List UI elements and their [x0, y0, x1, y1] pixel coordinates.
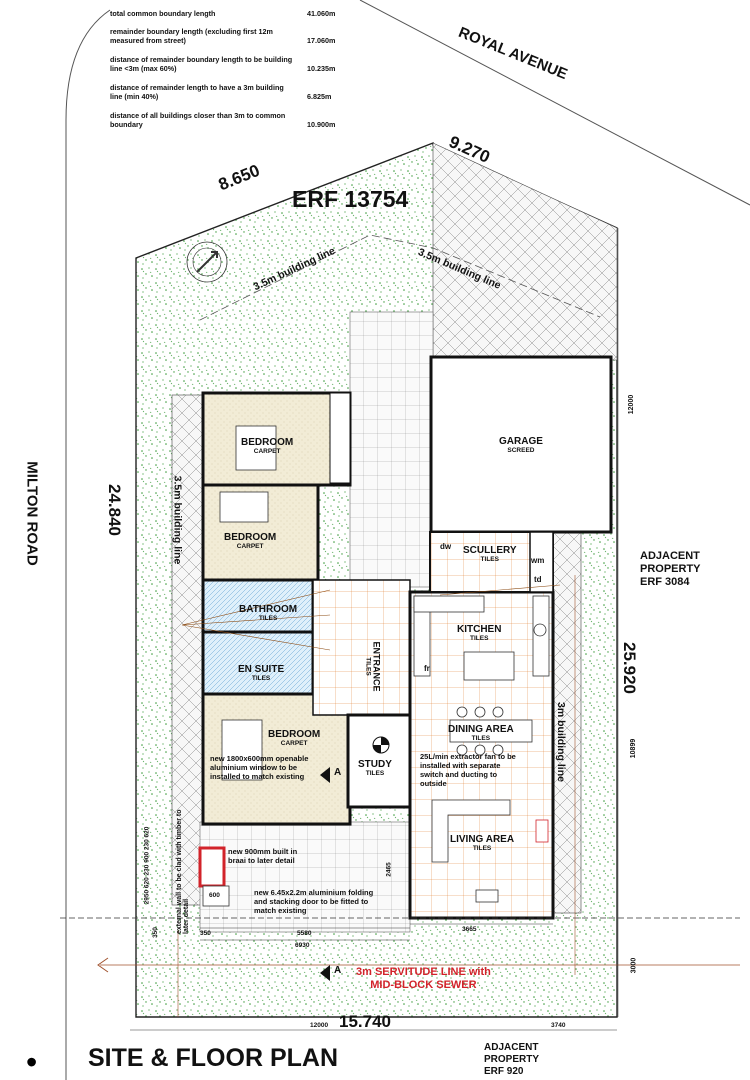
- room-scullery: SCULLERY TILES: [463, 545, 517, 563]
- adjacent-property-right: ADJACENT PROPERTY ERF 3084: [640, 550, 701, 589]
- room-name: LIVING AREA: [450, 834, 515, 845]
- room-study: STUDY TILES: [358, 759, 392, 777]
- note-text: distance of all buildings closer than 3m…: [110, 111, 286, 129]
- room-floor: CARPET: [253, 448, 281, 455]
- page-title: SITE & FLOOR PLAN: [88, 1044, 338, 1072]
- section-mark-upper: A: [334, 767, 342, 778]
- room-name: GARAGE: [499, 436, 543, 447]
- door-note: new 6.45x2.2m aluminium folding and stac…: [254, 888, 374, 915]
- servitude-line-1: 3m SERVITUDE LINE with: [356, 966, 491, 978]
- room-dining-area: DINING AREA TILES: [448, 724, 514, 742]
- boundary-left: 24.840: [105, 484, 124, 536]
- building-line-right: 3m building line: [554, 702, 567, 782]
- extractor-fan-note: 25L/min extractor fan to be installed wi…: [420, 752, 516, 788]
- room-bedroom-2: BEDROOM CARPET: [224, 532, 276, 550]
- room-name: EN SUITE: [238, 664, 285, 675]
- room-living-area: LIVING AREA TILES: [450, 834, 514, 852]
- room-floor: TILES: [470, 635, 489, 642]
- room-name: BEDROOM: [241, 437, 294, 448]
- section-mark-lower: A: [334, 965, 342, 976]
- note-value: 41.060m: [307, 9, 336, 18]
- room-floor: TILES: [251, 675, 271, 682]
- room-floor: TILES: [365, 770, 385, 777]
- note-value: 17.060m: [307, 36, 336, 45]
- boundary-right: 25.920: [620, 642, 639, 694]
- room-kitchen: KITCHEN TILES: [457, 624, 501, 642]
- adjacent-line: ERF 3084: [640, 576, 690, 588]
- note-text: remainder boundary length (excluding fir…: [110, 27, 273, 45]
- room-floor: TILES: [471, 735, 491, 742]
- room-name: DINING AREA: [448, 724, 514, 735]
- dim-12000-right: 12000: [628, 394, 636, 415]
- room-floor: CARPET: [236, 543, 264, 550]
- dim-5580: 5580: [297, 930, 312, 937]
- fixture-fridge: fr: [424, 664, 430, 673]
- window-note: new 1800x600mm openable aluminium window…: [210, 754, 309, 781]
- room-bedroom-1: BEDROOM CARPET: [241, 437, 293, 455]
- room-name: ENTRANCE: [371, 641, 382, 692]
- note-text: distance of remainder length to have a 3…: [110, 83, 284, 101]
- room-bathroom: BATHROOM TILES: [239, 604, 297, 622]
- room-floor: TILES: [472, 845, 492, 852]
- room-name: BATHROOM: [239, 604, 298, 615]
- dim-3000: 3000: [630, 957, 638, 974]
- adjacent-line: ADJACENT: [484, 1042, 539, 1053]
- dim-350-a: 350: [200, 930, 211, 937]
- wall-cladding-note: external wall to be clad with timber to …: [176, 809, 190, 934]
- room-name: KITCHEN: [457, 624, 502, 635]
- room-garage: GARAGE SCREED: [499, 436, 543, 454]
- adjacent-property-bottom: ADJACENT PROPERTY ERF 920: [484, 1042, 539, 1078]
- dim-350-b: 350: [151, 927, 159, 938]
- room-name: STUDY: [358, 759, 392, 770]
- note-text: distance of remainder boundary length to…: [110, 55, 293, 73]
- dim-left-stack: 2950 620 230 900 230 620: [143, 826, 151, 905]
- note-value: 10.900m: [307, 120, 336, 129]
- servitude-line-2: MID-BLOCK SEWER: [370, 979, 477, 991]
- adjacent-line: PROPERTY: [640, 563, 701, 575]
- bullet-dot: •: [26, 1044, 38, 1080]
- room-floor: TILES: [364, 657, 372, 676]
- room-ensuite: EN SUITE TILES: [238, 664, 284, 682]
- adjacent-line: ADJACENT: [640, 550, 700, 562]
- room-entrance: ENTRANCE TILES: [365, 641, 382, 691]
- room-name: SCULLERY: [463, 545, 517, 556]
- erf-number: ERF 13754: [292, 186, 409, 212]
- room-floor: SCREED: [507, 447, 535, 454]
- dim-12000-bottom: 12000: [310, 1022, 329, 1029]
- braai-note: new 900mm built in braai to later detail: [228, 847, 298, 865]
- note-value: 10.235m: [307, 64, 336, 73]
- room-name: BEDROOM: [268, 729, 321, 740]
- room-name: BEDROOM: [224, 532, 277, 543]
- dim-600: 600: [209, 892, 220, 899]
- fixture-dishwasher: dw: [440, 542, 452, 551]
- note-text: total common boundary length: [110, 9, 216, 18]
- room-floor: TILES: [480, 556, 499, 563]
- fixture-washing-machine: wm: [531, 556, 545, 565]
- dim-3740: 3740: [551, 1022, 566, 1029]
- fixture-tumble-dryer: td: [534, 575, 542, 584]
- servitude-line-label: 3m SERVITUDE LINE with MID-BLOCK SEWER: [356, 966, 491, 992]
- room-bedroom-3: BEDROOM CARPET: [268, 729, 320, 747]
- dim-2465: 2465: [385, 862, 393, 877]
- north-arrow-icon: [186, 241, 228, 283]
- adjacent-line: ERF 920: [484, 1066, 524, 1077]
- dim-6930: 6930: [295, 942, 310, 949]
- street-milton-road: MILTON ROAD: [23, 461, 41, 566]
- dim-3665: 3665: [462, 926, 477, 933]
- dim-10899: 10899: [630, 738, 638, 759]
- building-line-left: 3.5m building line: [171, 475, 184, 565]
- room-floor: CARPET: [280, 740, 308, 747]
- adjacent-line: PROPERTY: [484, 1054, 540, 1065]
- garage-room: [429, 355, 613, 534]
- room-floor: TILES: [258, 615, 278, 622]
- boundary-bottom: 15.740: [339, 1012, 391, 1031]
- note-value: 6.825m: [307, 92, 332, 101]
